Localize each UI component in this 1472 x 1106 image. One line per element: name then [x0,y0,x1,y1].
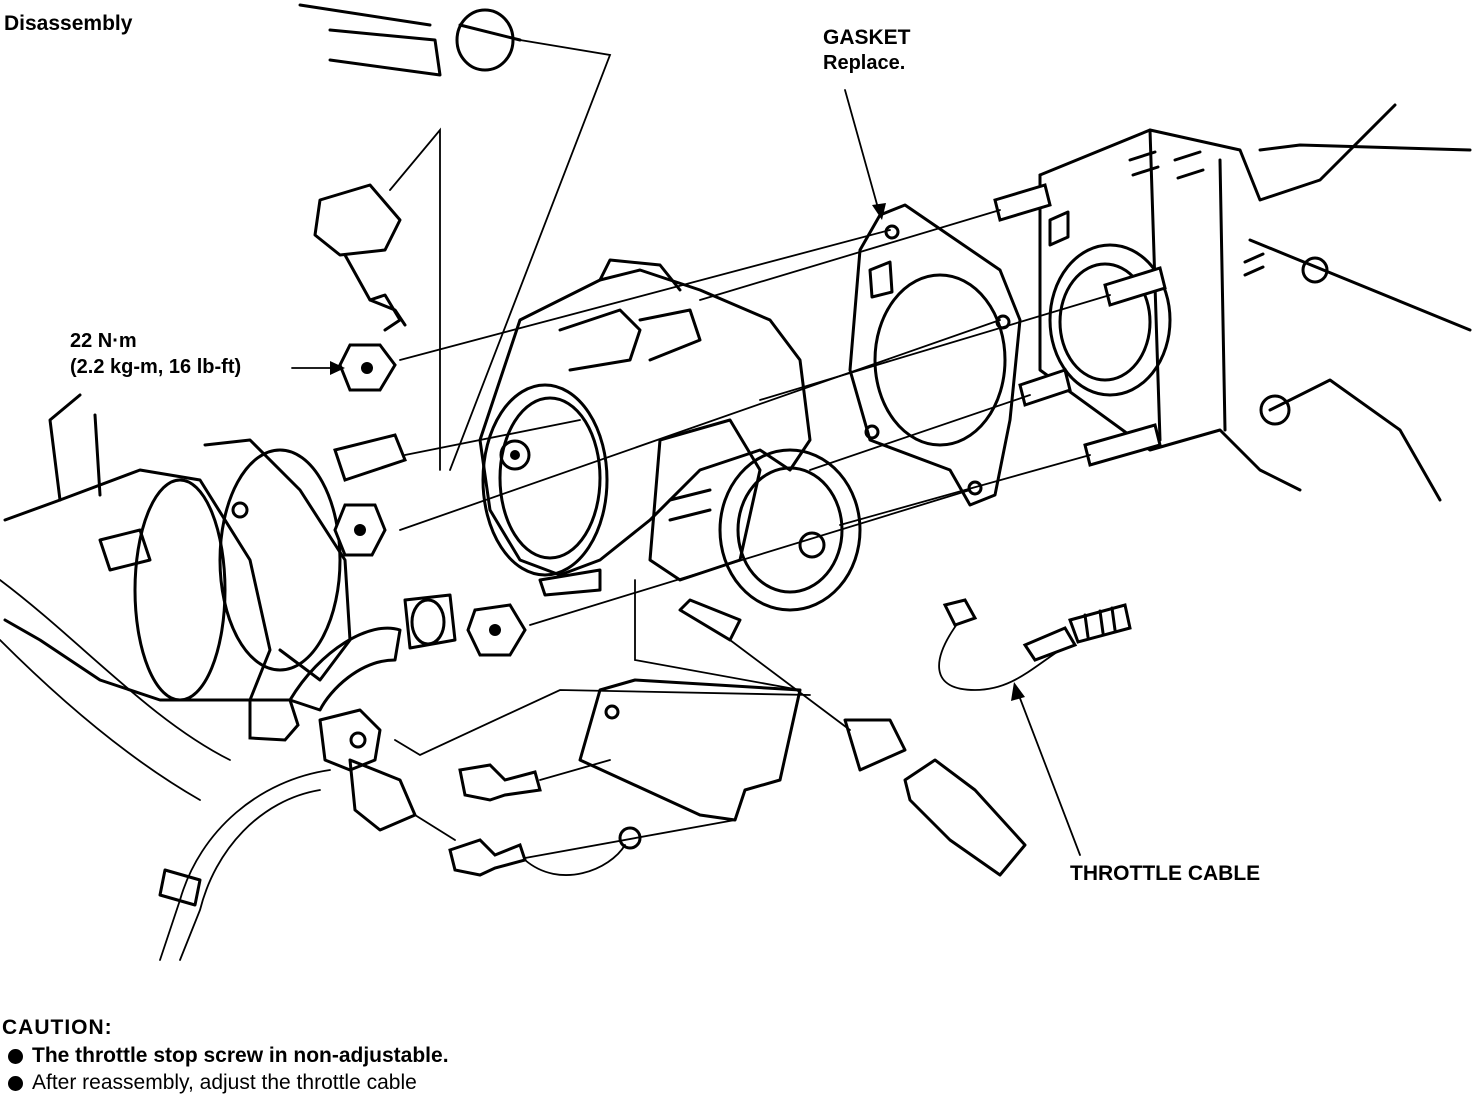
sensor-connector [313,183,407,332]
torque-value: 22 N·m [70,330,137,352]
caution-item: The throttle stop screw in non-adjustabl… [8,1044,449,1068]
gasket-label: GASKET Replace. [823,26,911,74]
caution-heading: CAUTION: [2,1016,113,1039]
gasket-note: Replace. [823,52,906,75]
manifold-studs [993,183,1167,467]
air-intake-duct [0,393,352,801]
intake-manifold [1038,103,1472,502]
torque-spec-label: 22 N·m (2.2 kg-m, 16 lb-ft) [70,330,241,378]
torque-units: (2.2 kg-m, 16 lb-ft) [70,356,242,378]
leader-lines [389,39,1111,859]
callout-arrows [291,89,1081,856]
caution-block: CAUTION: The throttle stop screw in non-… [2,1016,449,1095]
caution-item-text: After reassembly, adjust the throttle ca… [32,1071,417,1094]
gasket-label-text: GASKET [823,26,911,49]
nuts [333,343,527,657]
gasket [848,203,1022,507]
caution-item: After reassembly, adjust the throttle ca… [8,1071,449,1095]
bracket-and-screws [158,678,802,961]
caution-item-text: The throttle stop screw in non-adjustabl… [32,1044,449,1067]
bullet-icon [8,1075,23,1091]
throttle-cable-label: THROTTLE CABLE [1070,862,1261,885]
throttle-cable [938,598,1132,691]
throttle-body [478,258,862,642]
bullet-icon [8,1048,23,1064]
hoses-and-clamps [288,3,1027,877]
diagram-title: Disassembly [4,12,133,35]
